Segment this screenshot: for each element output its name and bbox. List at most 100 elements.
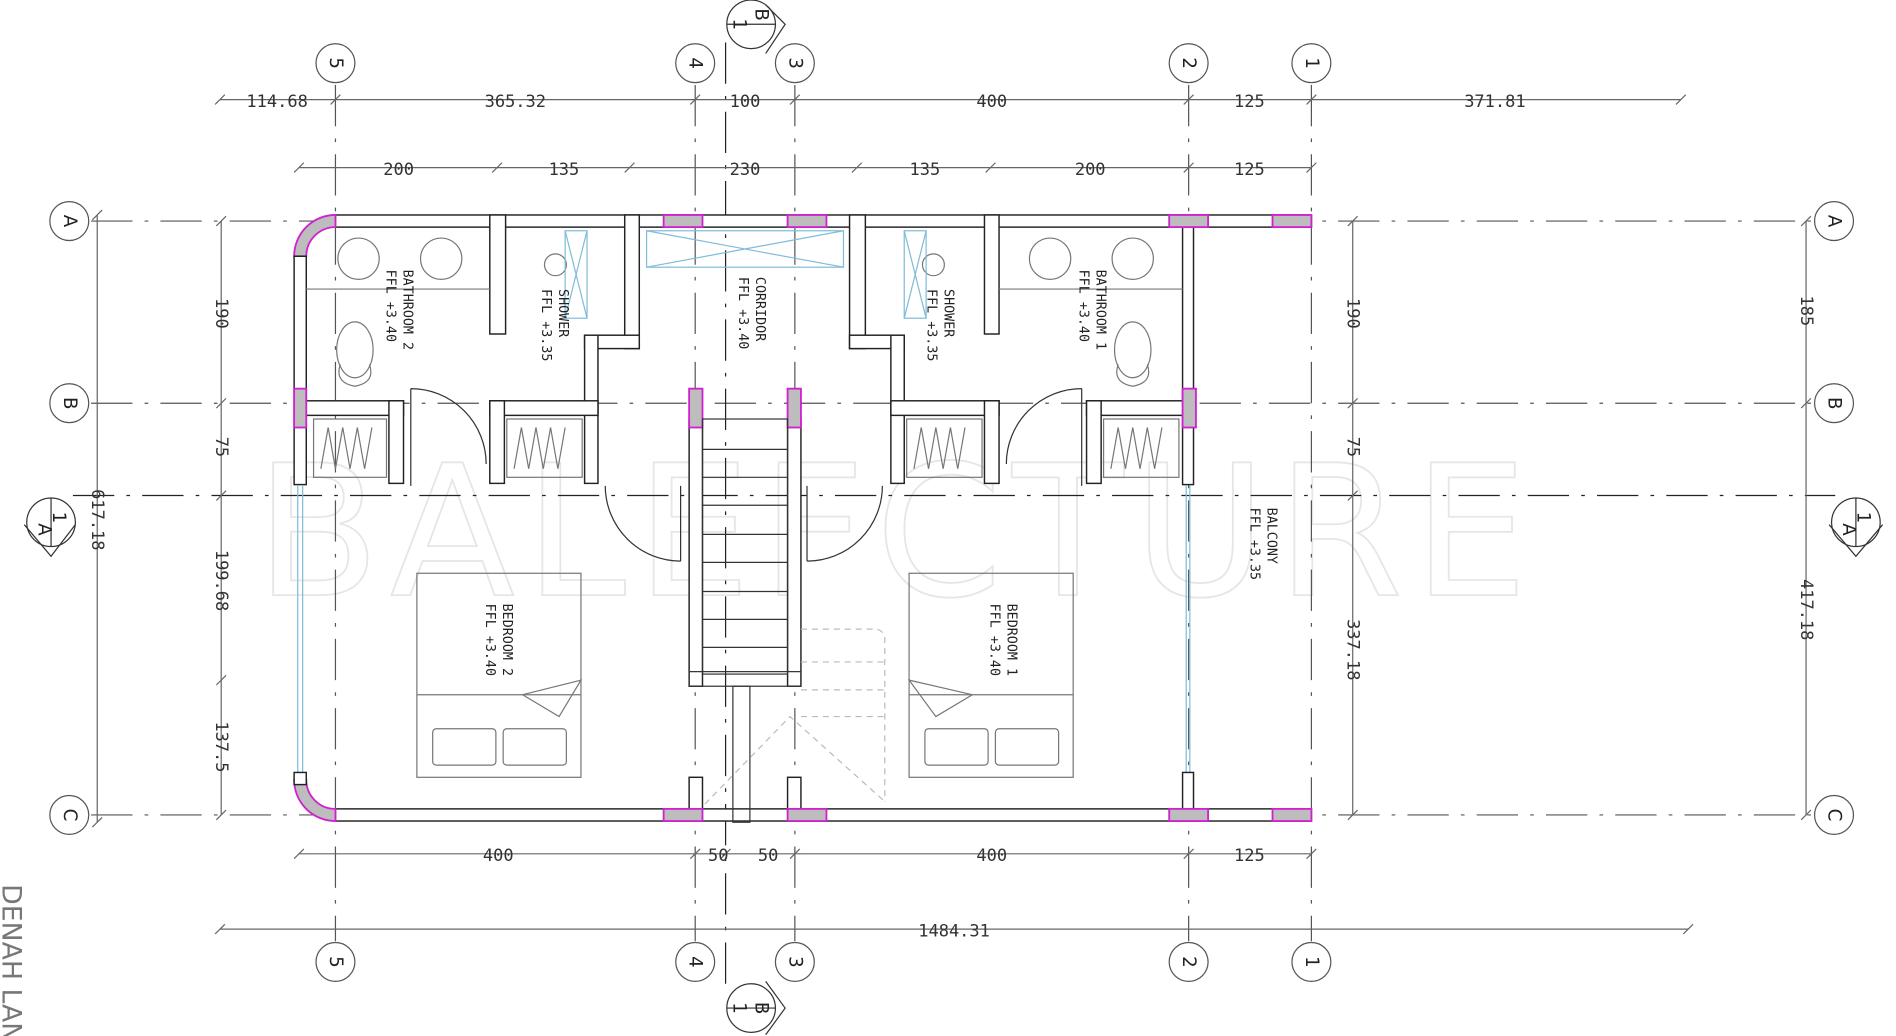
dim-label: 135 bbox=[910, 160, 941, 180]
dim-label: 50 bbox=[758, 846, 778, 866]
grid-bubble-3-bottom: 3 bbox=[774, 941, 815, 982]
svg-text:1: 1 bbox=[1301, 57, 1322, 69]
dim-label: 617.18 bbox=[87, 489, 107, 550]
dim-label: 125 bbox=[1234, 846, 1265, 866]
dim-label: 1484.31 bbox=[918, 921, 990, 941]
svg-text:B: B bbox=[750, 1002, 771, 1014]
grid-bubble-a-right: A bbox=[1813, 201, 1855, 242]
dim-label: 190 bbox=[211, 298, 231, 329]
doors bbox=[410, 388, 1083, 562]
wardrobes bbox=[312, 418, 1180, 478]
svg-text:B: B bbox=[59, 397, 80, 409]
svg-text:FFL +3.40: FFL +3.40 bbox=[382, 270, 397, 342]
grid-bubble-4-bottom: 4 bbox=[675, 941, 716, 982]
svg-text:FFL +3.35: FFL +3.35 bbox=[923, 289, 938, 361]
svg-text:FFL +3.35: FFL +3.35 bbox=[538, 289, 553, 361]
svg-text:4: 4 bbox=[685, 57, 706, 69]
svg-text:CORRIDOR: CORRIDOR bbox=[752, 277, 767, 342]
svg-text:1: 1 bbox=[728, 18, 749, 30]
grid-bubble-c-left: C bbox=[49, 794, 90, 835]
svg-text:2: 2 bbox=[1178, 956, 1199, 968]
dim-label: 50 bbox=[708, 846, 728, 866]
dim-label: 200 bbox=[383, 160, 414, 180]
svg-text:A: A bbox=[1824, 215, 1845, 228]
structural-columns bbox=[293, 214, 1313, 822]
svg-text:FFL +3.40: FFL +3.40 bbox=[735, 277, 750, 349]
dim-label: 125 bbox=[1234, 160, 1265, 180]
svg-text:C: C bbox=[1824, 809, 1845, 822]
grid-bubble-b-right: B bbox=[1813, 383, 1855, 424]
grid-bubble-5-bottom: 5 bbox=[315, 941, 356, 982]
svg-text:FFL +3.40: FFL +3.40 bbox=[1075, 270, 1090, 342]
grid-bubble-1-top: 1 bbox=[1291, 43, 1332, 84]
svg-text:5: 5 bbox=[325, 57, 346, 69]
svg-text:1: 1 bbox=[1853, 512, 1874, 524]
dim-label: 190 bbox=[1343, 298, 1363, 329]
svg-text:BATHROOM 1: BATHROOM 1 bbox=[1092, 270, 1107, 350]
svg-text:BATHROOM 2: BATHROOM 2 bbox=[400, 270, 415, 350]
grid-bubble-a-left: A bbox=[49, 201, 90, 242]
beds bbox=[416, 572, 1074, 778]
dim-label: 199.68 bbox=[211, 550, 231, 611]
dim-label: 400 bbox=[976, 846, 1007, 866]
svg-text:5: 5 bbox=[325, 956, 346, 968]
dim-label: 200 bbox=[1075, 160, 1106, 180]
section-marker-b-top: B 1 bbox=[726, 0, 786, 54]
dim-label: 75 bbox=[211, 437, 231, 457]
svg-text:BEDROOM 2: BEDROOM 2 bbox=[499, 604, 514, 676]
dim-label: 100 bbox=[730, 92, 761, 112]
svg-text:BEDROOM 1: BEDROOM 1 bbox=[1004, 604, 1019, 676]
svg-text:4: 4 bbox=[685, 956, 706, 968]
bathroom-fixtures bbox=[306, 230, 1183, 387]
svg-text:1: 1 bbox=[1301, 956, 1322, 968]
dim-label: 371.81 bbox=[1464, 92, 1525, 112]
svg-text:FFL +3.35: FFL +3.35 bbox=[1247, 508, 1262, 580]
svg-text:3: 3 bbox=[784, 956, 805, 968]
section-marker-a-right: 1 A bbox=[1828, 497, 1884, 558]
grid-bubble-4-top: 4 bbox=[675, 43, 716, 84]
dimension-lines bbox=[91, 94, 1812, 935]
dim-label: 417.18 bbox=[1796, 579, 1816, 640]
svg-text:BALCONY: BALCONY bbox=[1264, 508, 1279, 564]
dim-label: 137.5 bbox=[211, 721, 231, 772]
dim-label: 185 bbox=[1796, 296, 1816, 327]
grid-bubble-2-bottom: 2 bbox=[1168, 941, 1209, 982]
dim-label: 75 bbox=[1343, 437, 1363, 457]
dim-label: 135 bbox=[549, 160, 580, 180]
dim-label: 125 bbox=[1234, 92, 1265, 112]
svg-text:FFL +3.40: FFL +3.40 bbox=[482, 604, 497, 676]
svg-text:1: 1 bbox=[48, 512, 69, 524]
grid-bubbles: 5 4 3 2 1 5 4 3 2 1 A B C A B C bbox=[49, 43, 1855, 982]
drawing-title: DENAH LANT bbox=[0, 884, 26, 1036]
grid-bubble-c-right: C bbox=[1813, 794, 1855, 835]
grid-bubble-3-top: 3 bbox=[774, 43, 815, 84]
dim-label: 365.32 bbox=[485, 92, 546, 112]
dim-label: 400 bbox=[976, 92, 1007, 112]
svg-text:2: 2 bbox=[1178, 57, 1199, 69]
dimension-labels: 114.68 365.32 100 400 125 371.81 200 135… bbox=[87, 92, 1816, 942]
svg-text:FFL +3.40: FFL +3.40 bbox=[987, 604, 1002, 676]
svg-text:A: A bbox=[33, 523, 54, 536]
svg-text:3: 3 bbox=[784, 57, 805, 69]
dim-label: 400 bbox=[483, 846, 514, 866]
svg-text:SHOWER: SHOWER bbox=[940, 289, 955, 338]
svg-text:B: B bbox=[1824, 397, 1845, 409]
dim-label: 337.18 bbox=[1343, 619, 1363, 680]
grid-bubble-5-top: 5 bbox=[315, 43, 356, 84]
svg-text:C: C bbox=[59, 809, 80, 822]
svg-text:A: A bbox=[59, 215, 80, 228]
section-marker-b-bottom: B 1 bbox=[726, 980, 786, 1036]
section-marker-a-left: 1 A bbox=[23, 497, 76, 558]
svg-text:1: 1 bbox=[728, 1002, 749, 1014]
grid-bubble-2-top: 2 bbox=[1168, 43, 1209, 84]
staircase bbox=[688, 418, 886, 823]
